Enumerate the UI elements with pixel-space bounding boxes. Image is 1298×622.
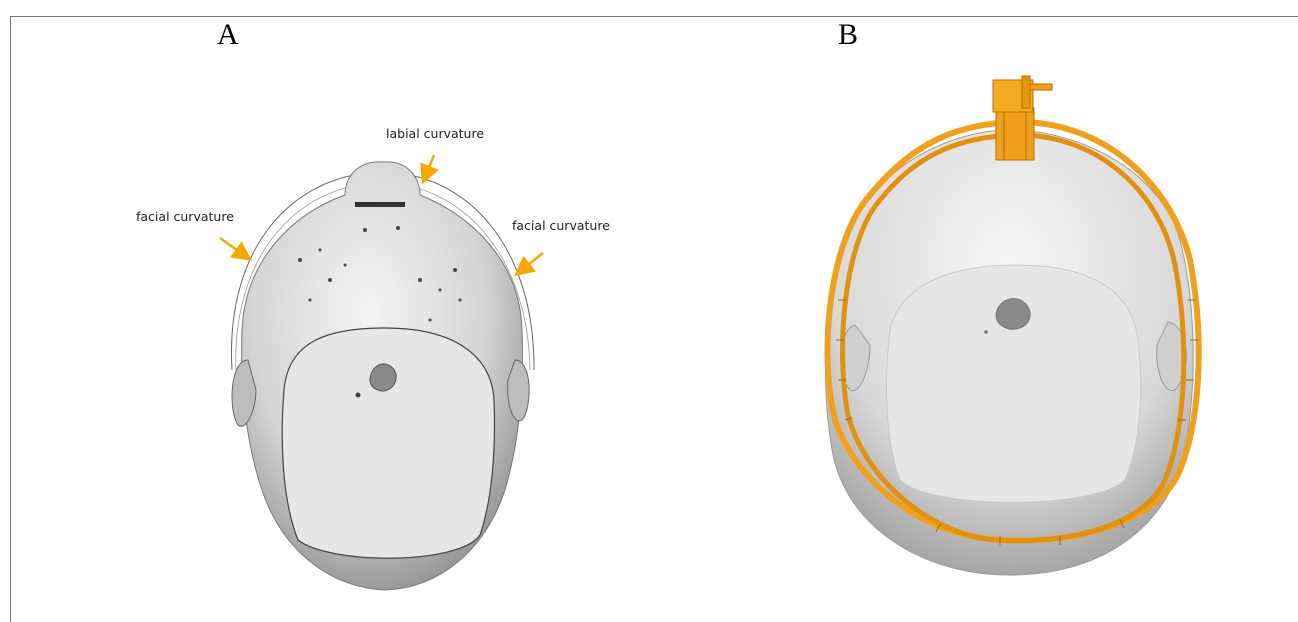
labial-curvature-label: labial curvature [386, 126, 484, 141]
headset-post [996, 108, 1034, 160]
panel-label-b: B [838, 20, 858, 50]
panel-a-head-model [231, 162, 534, 590]
facial-left-arrow [220, 238, 248, 258]
spinal-canal-b [996, 299, 1030, 330]
facial-right-arrow [518, 253, 543, 273]
labial-arrow [424, 155, 434, 180]
panel-label-a: A [217, 20, 239, 50]
cut-plane-a [282, 328, 494, 558]
facial-curvature-left-label: facial curvature [136, 209, 234, 224]
facial-curvature-right-label: facial curvature [512, 218, 610, 233]
